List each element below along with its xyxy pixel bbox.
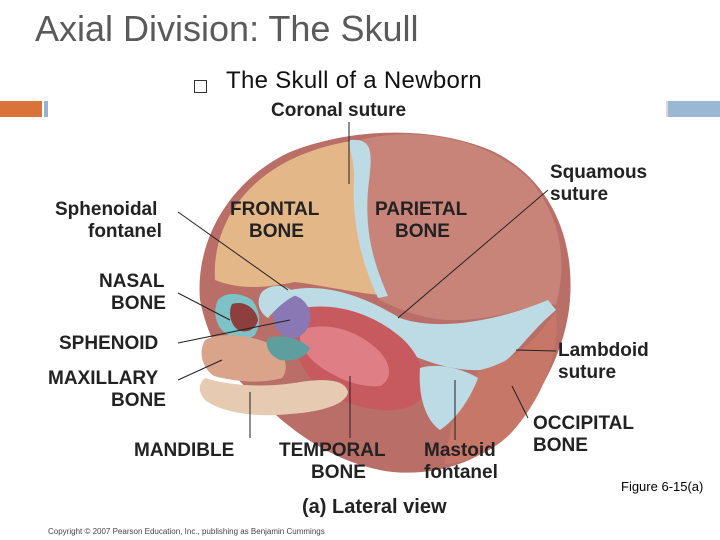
mandible-shape [199,378,348,416]
bullet-square-icon [194,80,207,93]
figure-caption: (a) Lateral view [302,496,447,518]
accent-bar-right-divider [666,101,669,117]
label-maxillary-bone-line1: MAXILLARY [48,368,159,389]
leader-occipital-bone [511,385,529,419]
label-mandible: MANDIBLE [134,440,235,461]
frontal-bone-shape [214,140,380,295]
label-frontal-bone-line2: BONE [249,221,304,242]
figure-reference: Figure 6-15(a) [621,479,704,494]
leader-nasal-bone [177,292,231,321]
label-lambdoid-suture-line1: Lambdoid [558,340,649,361]
coronal-suture-band [349,139,388,298]
label-nasal-bone-line1: NASAL [99,271,165,292]
label-coronal-suture: Coronal suture [271,100,407,121]
label-sphenoidal-fontanel-line1: Sphenoidal [55,199,158,220]
label-temporal-bone-line1: TEMPORAL [279,440,386,461]
sphenoidal-fontanel-shape [258,285,296,318]
label-maxillary-bone-line2: BONE [111,390,166,411]
label-temporal-bone-line2: BONE [311,462,366,483]
accent-bar-left [0,101,42,117]
accent-bar-left-divider [44,101,48,117]
zygomatic-shape [266,336,310,361]
temporal-bone-inner [299,326,389,387]
parietal-bone-shape [359,134,562,321]
leader-sphenoidal-fontanel [177,211,289,291]
orbit-shape [230,302,258,332]
label-mastoid-fontanel-line1: Mastoid [424,440,496,461]
label-nasal-bone-line2: BONE [111,293,166,314]
slide-title: Axial Division: The Skull [35,8,419,49]
label-squamous-suture-line1: Squamous [550,162,648,183]
label-lambdoid-suture-line2: suture [558,362,617,383]
copyright-notice: Copyright © 2007 Pearson Education, Inc.… [48,527,325,536]
label-occipital-bone-line2: BONE [533,435,588,456]
label-mastoid-fontanel-line2: fontanel [424,462,498,483]
leader-sphenoid [177,319,291,344]
label-parietal-bone-line1: PARIETAL [375,199,468,220]
slide-subtitle: The Skull of a Newborn [226,67,483,94]
squamous-lambdoid-suture-band [290,288,556,371]
label-frontal-bone-line1: FRONTAL [230,199,320,220]
label-sphenoid: SPHENOID [59,333,159,354]
label-squamous-suture-line2: suture [550,184,609,205]
leader-lines [177,122,557,440]
sphenoid-bone-shape [272,295,311,339]
accent-bar-right [668,101,720,117]
label-parietal-bone-line2: BONE [395,221,450,242]
maxillary-bone-shape [201,335,286,382]
label-sphenoidal-fontanel-line2: fontanel [88,221,162,242]
leader-squamous-suture [397,189,549,319]
mastoid-fontanel-shape [419,365,478,430]
leader-lambdoid-suture [515,349,557,352]
leader-maxillary-bone [177,359,223,381]
label-occipital-bone-line1: OCCIPITAL [533,413,634,434]
